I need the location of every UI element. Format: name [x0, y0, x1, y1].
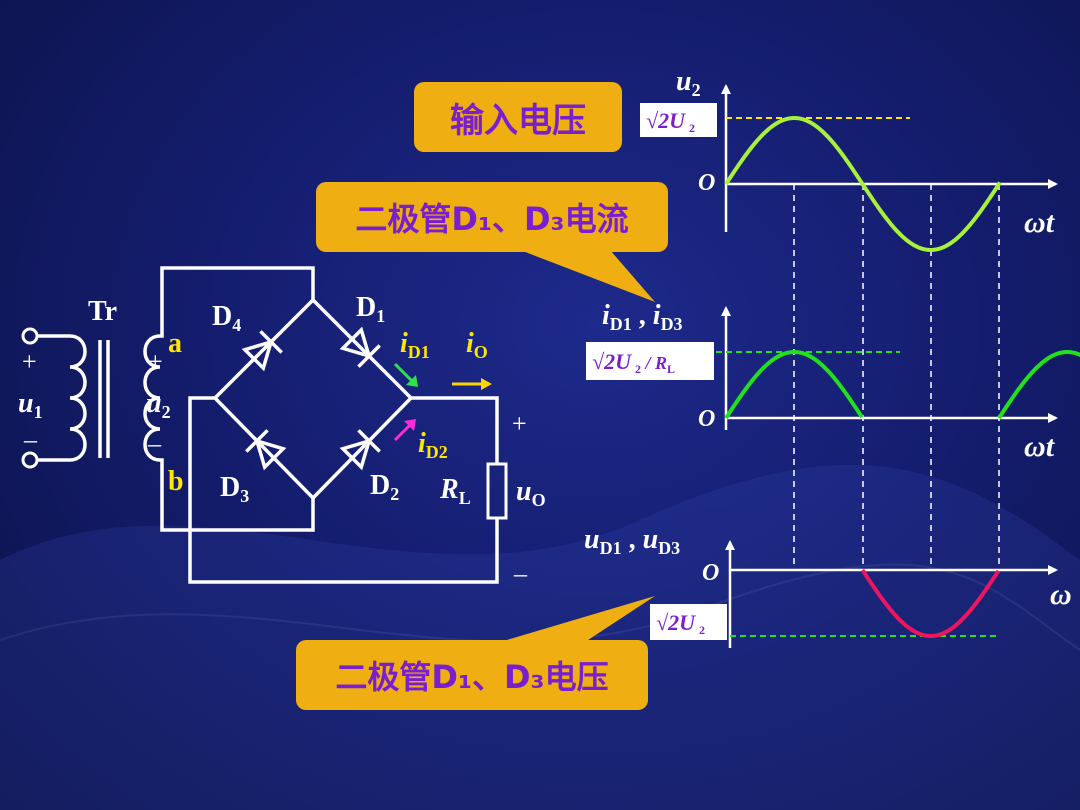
- id2-label: iD2: [418, 428, 448, 462]
- terminal-u1-bottom: [21, 451, 39, 469]
- d1-label: D1: [356, 292, 385, 326]
- primary-coil: [69, 334, 87, 462]
- diode-d3: [245, 429, 287, 471]
- id-peak-box: [586, 342, 714, 380]
- diodes: [241, 326, 381, 471]
- id-origin: O: [698, 406, 715, 432]
- callout-pointer-voltage: [500, 596, 655, 642]
- ud-axis-label: uD1 , uD3: [584, 524, 680, 558]
- u2-label: u2: [146, 388, 171, 422]
- u2-wave: [724, 116, 1002, 252]
- u1-minus: –: [23, 425, 38, 454]
- ud-wave: [860, 568, 1001, 638]
- diode-d2: [339, 429, 381, 471]
- wire-b-bottom: [160, 458, 315, 532]
- callout-d13-voltage: 二极管D₁、D₃电压: [296, 640, 648, 710]
- id-wave: [724, 350, 1080, 420]
- d4-label: D4: [212, 301, 241, 335]
- id1-label: iD1: [400, 328, 430, 362]
- io-label: iO: [466, 328, 488, 362]
- wire-a-top: [160, 266, 315, 338]
- d2-label: D2: [370, 470, 399, 504]
- callout-pointer-current: [520, 250, 655, 302]
- secondary-coil: [143, 334, 161, 462]
- ud-origin: O: [702, 560, 719, 586]
- u2-origin: O: [698, 170, 715, 196]
- u2-minus: –: [147, 429, 162, 458]
- callout-d13-current: 二极管D₁、D₃电流: [316, 182, 668, 252]
- uo-label: uO: [516, 476, 546, 510]
- u2-axis-label: u2: [676, 66, 701, 100]
- terminal-u1-top: [21, 327, 39, 345]
- bridge-top-left: [213, 298, 315, 400]
- callout-d13-voltage-text: 二极管D₁、D₃电压: [335, 658, 609, 696]
- current-arrows: [393, 362, 492, 442]
- u1-plus: +: [22, 347, 37, 376]
- circuit: [21, 266, 508, 584]
- callout-input-voltage: 输入电压: [414, 82, 622, 152]
- tr-label: Tr: [88, 296, 117, 327]
- out-minus: –: [513, 559, 528, 588]
- rl-label: RL: [439, 474, 471, 508]
- id-axis-label: iD1 , iD3: [602, 300, 683, 334]
- out-plus: +: [512, 409, 527, 438]
- wire-left-node: [188, 396, 499, 584]
- node-b-label: b: [168, 466, 184, 497]
- u2-wt-label: ωt: [1024, 206, 1056, 239]
- ud-peak-box: [650, 604, 727, 640]
- id-wt-label: ωt: [1024, 430, 1056, 463]
- callout-d13-current-text: 二极管D₁、D₃电流: [355, 200, 629, 238]
- bridge-bottom-right: [311, 396, 413, 500]
- u1-label: u1: [18, 388, 43, 422]
- diode-d1: [339, 326, 381, 368]
- diode-d4: [241, 330, 283, 372]
- wire-right-node: [411, 396, 499, 464]
- bridge-top-right: [311, 298, 413, 400]
- node-a-label: a: [168, 328, 182, 359]
- ud-wt-label: ω: [1050, 578, 1072, 611]
- sync-lines: [793, 184, 1000, 570]
- io-arrow-head: [481, 378, 492, 390]
- u2-peak-box: [640, 103, 717, 137]
- id2-arrow-head: [404, 419, 416, 431]
- bridge-bottom-left: [213, 396, 315, 500]
- callout-input-voltage-text: 输入电压: [450, 100, 586, 141]
- d3-label: D3: [220, 472, 249, 506]
- load-resistor: [486, 462, 508, 520]
- id1-arrow-head: [406, 375, 418, 387]
- u2-plus: +: [148, 347, 163, 376]
